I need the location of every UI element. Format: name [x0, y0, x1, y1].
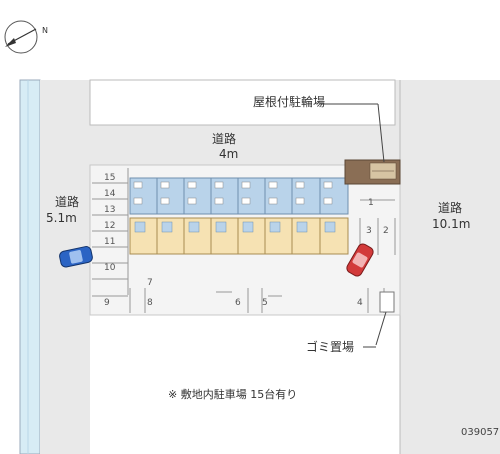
property-code: 039057: [461, 427, 499, 438]
compass-north-label: N: [42, 26, 48, 35]
compass-icon: N: [4, 20, 48, 54]
building-upper: [129, 177, 349, 215]
car-red-icon: [346, 243, 374, 277]
block-north: [89, 79, 396, 126]
stall-15: 15: [104, 173, 115, 183]
stall-2: 2: [383, 226, 389, 236]
stall-9: 9: [104, 298, 110, 308]
leader-garbage: [375, 311, 387, 346]
stall-5: 5: [262, 298, 268, 308]
road-top-width: 4m: [219, 147, 238, 161]
stall-12: 12: [104, 221, 115, 231]
road-right-name: 道路: [438, 200, 462, 215]
stall-1: 1: [368, 198, 374, 208]
road-left-width: 5.1m: [46, 211, 77, 225]
bicycle-parking-label: 屋根付駐輪場: [253, 94, 325, 109]
car-blue-icon: [59, 246, 93, 268]
road-right: [400, 80, 500, 454]
stall-8: 8: [147, 298, 153, 308]
road-right-width: 10.1m: [432, 217, 470, 231]
stall-10: 10: [104, 263, 116, 273]
road-top-name: 道路: [212, 131, 236, 146]
stall-13: 13: [104, 205, 115, 215]
building-lower: [129, 217, 349, 255]
stall-3: 3: [366, 226, 372, 236]
garbage-area-box: [379, 291, 395, 313]
stall-11: 11: [104, 237, 115, 247]
stall-4: 4: [357, 298, 363, 308]
parking-note: ※ 敷地内駐車場 15台有り: [168, 387, 297, 401]
stall-14: 14: [104, 189, 116, 199]
leader-bicycle-down: [377, 103, 385, 163]
garbage-area-label: ゴミ置場: [306, 339, 354, 354]
stall-6: 6: [235, 298, 241, 308]
road-left-name: 道路: [55, 194, 79, 209]
bicycle-parking-roof: [344, 159, 401, 185]
river-channel: [19, 79, 41, 454]
parking-left-column: [92, 168, 129, 295]
stall-7: 7: [147, 278, 153, 288]
